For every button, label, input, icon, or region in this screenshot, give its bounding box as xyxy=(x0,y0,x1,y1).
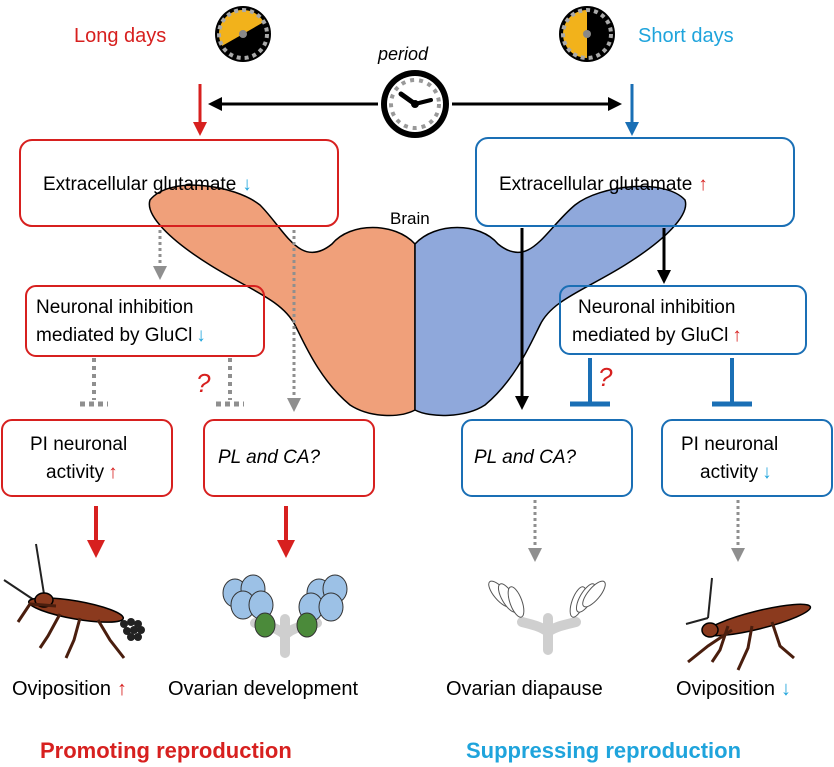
question-mark-left: ? xyxy=(196,368,211,398)
pi-label-right-1: PI neuronal xyxy=(681,434,778,455)
oviposition-label-left: Oviposition↑ xyxy=(12,678,127,700)
plca-label-right: PL and CA? xyxy=(474,447,577,468)
short-days-label: Short days xyxy=(638,25,734,47)
ovarian-development-label: Ovarian development xyxy=(168,678,359,700)
brain-right-hemisphere xyxy=(414,185,687,417)
inhibition-box-left xyxy=(25,285,265,357)
short-day-clock-icon xyxy=(559,6,615,62)
pi-box-right xyxy=(661,419,833,497)
suppressing-reproduction-label: Suppressing reproduction xyxy=(466,738,741,763)
glutamate-label-left: Extracellular glutamate↓ xyxy=(43,174,252,195)
bug-insect-icon xyxy=(3,543,145,659)
ovary-icon xyxy=(222,574,348,658)
brain-shape: Brain xyxy=(148,184,687,417)
inhibition-label-right-2: mediated by GluCl↑ xyxy=(572,325,742,346)
plca-label-left: PL and CA? xyxy=(218,447,321,468)
inhibition-label-left-1: Neuronal inhibition xyxy=(36,297,193,318)
ovarian-diapause-label: Ovarian diapause xyxy=(446,678,603,700)
pi-label-left-2: activity↑ xyxy=(46,462,118,483)
plca-box-left xyxy=(203,419,375,497)
pi-label-left-1: PI neuronal xyxy=(30,434,127,455)
glutamate-box-right xyxy=(475,137,795,227)
glutamate-label-right: Extracellular glutamate↑ xyxy=(499,174,708,195)
long-day-clock-icon xyxy=(215,6,271,62)
bug-insect-icon xyxy=(685,577,812,671)
clock-icon xyxy=(381,70,449,138)
ovary-icon xyxy=(488,580,606,655)
inhibition-label-left-2: mediated by GluCl↓ xyxy=(36,325,206,346)
plca-box-right xyxy=(461,419,633,497)
period-label: period xyxy=(377,44,429,64)
pi-label-right-2: activity↓ xyxy=(700,462,772,483)
inhibition-label-right-1: Neuronal inhibition xyxy=(578,297,735,318)
long-days-label: Long days xyxy=(74,25,166,47)
inhibition-box-right xyxy=(559,285,807,355)
pi-box-left xyxy=(1,419,173,497)
oviposition-label-right: Oviposition↓ xyxy=(676,678,791,700)
brain-left-hemisphere xyxy=(148,184,416,417)
brain-label: Brain xyxy=(390,209,430,228)
glutamate-box-left xyxy=(19,139,339,227)
promoting-reproduction-label: Promoting reproduction xyxy=(40,738,292,763)
question-mark-right: ? xyxy=(598,362,613,392)
